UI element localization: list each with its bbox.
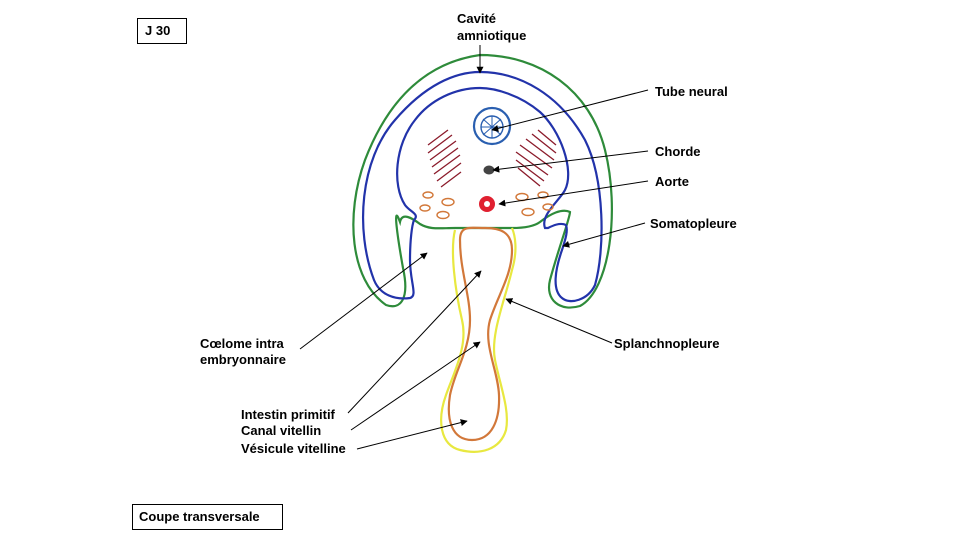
label-aorte: Aorte: [655, 174, 689, 189]
neural-tube: [472, 106, 512, 146]
amnion-line: [361, 70, 603, 303]
label-cavite-1: Cavité: [457, 11, 496, 26]
leader-canal: [350, 341, 481, 431]
label-cavite-2: amniotique: [457, 28, 526, 43]
somite-left: [427, 129, 462, 188]
label-canal: Canal vitellin: [241, 423, 321, 438]
label-chorde: Chorde: [655, 144, 701, 159]
leader-chorde: [492, 150, 649, 173]
label-coelome-2: embryonnaire: [200, 352, 286, 367]
label-tube-neural: Tube neural: [655, 84, 728, 99]
leader-vesicule: [356, 419, 468, 450]
day-label: J 30: [145, 23, 171, 38]
label-somatopleure: Somatopleure: [650, 216, 737, 231]
embryo-outer-ectoderm: [352, 53, 613, 309]
splanchnopleure-line: [440, 227, 517, 453]
day-label-box: [137, 18, 187, 44]
section-label-box: [132, 504, 283, 530]
label-coelome-1: Cœlome intra: [200, 336, 285, 351]
leader-aorte: [498, 180, 649, 207]
somite-right: [515, 129, 557, 187]
label-vesicule: Vésicule vitelline: [241, 441, 346, 456]
label-splanchnopleure: Splanchnopleure: [614, 336, 719, 351]
leader-splanchnopleure: [505, 298, 613, 344]
leader-tube-neural: [491, 89, 649, 132]
gut-endoderm: [447, 226, 514, 442]
section-label: Coupe transversale: [139, 509, 260, 524]
chorde-dot: [483, 165, 495, 175]
leader-intestin: [347, 270, 482, 414]
leader-lines: [299, 45, 649, 450]
label-intestin: Intestin primitif: [241, 407, 336, 422]
leader-coelome: [299, 252, 428, 350]
leader-somatopleure: [562, 222, 646, 248]
aorte-dot: [479, 196, 495, 212]
